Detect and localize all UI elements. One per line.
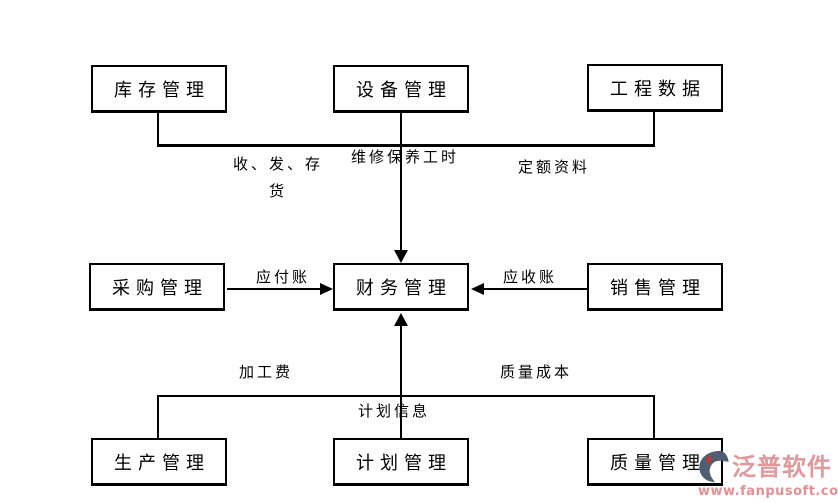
node-quality-management: 质量管理: [587, 438, 723, 486]
connector-procurement-to-finance: [227, 288, 321, 290]
arrowhead-into-finance-top: [394, 250, 408, 263]
node-engineering-data: 工程数据: [587, 64, 723, 112]
edge-label-plan-info: 计划信息: [358, 402, 431, 420]
connector-sales-to-finance: [484, 288, 587, 290]
edge-label-store-flow-line1: 收、发、存: [232, 155, 323, 173]
connector-inventory-drop: [157, 112, 159, 147]
connector-production-rise: [157, 396, 159, 438]
edge-label-store-flow-line2: 货: [268, 182, 287, 200]
arrowhead-into-finance-right: [471, 283, 484, 295]
connector-quality-rise: [653, 396, 655, 438]
node-sales-management: 销售管理: [587, 263, 723, 311]
edge-label-accounts-receivable: 应收账: [503, 268, 558, 286]
node-finance-management: 财务管理: [333, 263, 469, 311]
edge-label-maintenance-hours: 维修保养工时: [351, 148, 460, 166]
edge-label-accounts-payable: 应付账: [256, 268, 311, 286]
edge-label-quality-cost: 质量成本: [500, 363, 573, 381]
vendor-brand-name: 泛普软件: [732, 452, 832, 481]
edge-label-quota-data: 定额资料: [518, 158, 591, 176]
connector-equipment-to-finance: [400, 113, 402, 250]
node-production-management: 生产管理: [91, 438, 227, 486]
connector-planning-to-finance: [400, 326, 402, 438]
fanpu-logo-icon: [699, 450, 729, 483]
connector-engineering-drop: [653, 112, 655, 147]
edge-label-store-flow: 收、发、存 货: [228, 151, 328, 205]
arrowhead-into-finance-left: [320, 283, 333, 295]
arrowhead-into-finance-bottom: [394, 313, 408, 326]
connector-bottom-bus: [157, 395, 655, 397]
node-procurement-management: 采购管理: [89, 263, 225, 311]
node-equipment-management: 设备管理: [333, 65, 469, 113]
vendor-watermark: 泛普软件 www.fanpusoft.com: [698, 450, 838, 499]
connector-top-bus: [157, 144, 655, 147]
vendor-website-url: www.fanpusoft.com: [698, 484, 838, 499]
edge-label-processing-fee: 加工费: [239, 363, 294, 381]
node-planning-management: 计划管理: [333, 438, 469, 486]
node-inventory-management: 库存管理: [91, 65, 227, 113]
